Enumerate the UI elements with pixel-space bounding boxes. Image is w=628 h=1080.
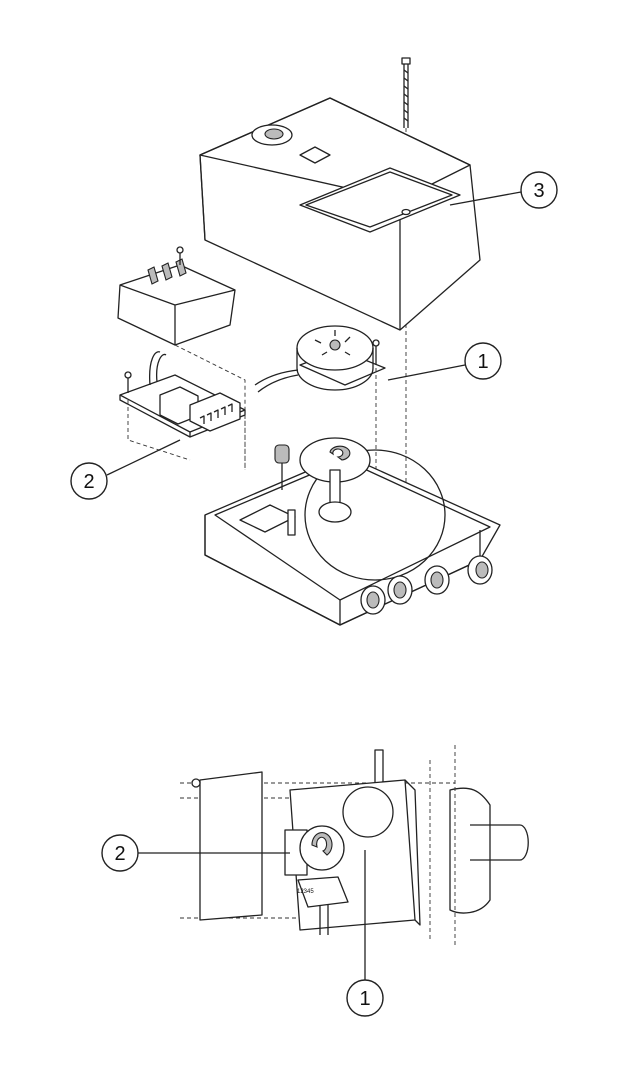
circuit-board-cover (117, 246, 236, 346)
cover (199, 97, 481, 331)
housing (204, 437, 501, 626)
callout-lower-2: 2 (101, 834, 139, 872)
cover-screw (401, 57, 411, 128)
callout-3: 3 (520, 171, 558, 209)
cover-side (199, 771, 263, 921)
leader-line-2 (106, 439, 181, 476)
svg-text:1: 1 (359, 988, 370, 1010)
valve-axis (429, 745, 456, 945)
motor (342, 786, 394, 838)
board-alignment-lines (127, 344, 246, 470)
svg-text:1: 1 (477, 351, 488, 373)
valve-body (449, 787, 491, 914)
svg-text:3: 3 (533, 180, 544, 202)
label-window (299, 167, 461, 233)
leader-line-1 (387, 364, 466, 381)
terminal-text: 12345 (297, 889, 314, 895)
svg-text:2: 2 (83, 471, 94, 493)
callout-lower-1: 1 (346, 979, 384, 1017)
knob (274, 444, 290, 464)
svg-text:2: 2 (114, 843, 125, 865)
leader-line-3 (449, 191, 522, 206)
callout-2: 2 (70, 462, 108, 500)
circuit-board (119, 351, 246, 438)
assembled-view: 12345 (180, 745, 529, 945)
motor (254, 325, 386, 393)
cable-glands (360, 555, 493, 615)
callout-1: 1 (464, 342, 502, 380)
